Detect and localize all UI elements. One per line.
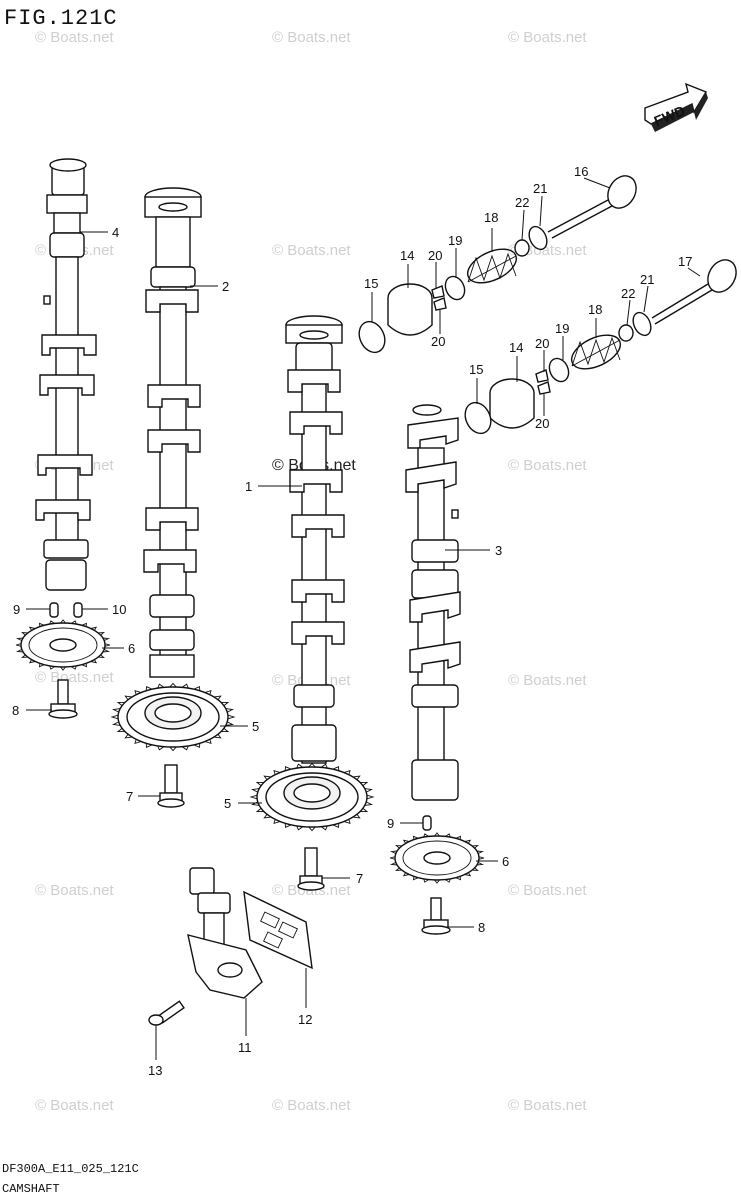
bolt-8-left: [48, 679, 78, 719]
watermark: © Boats.net: [508, 882, 587, 899]
seal-22-upper: [514, 239, 530, 257]
lifter-14-upper: [387, 283, 433, 336]
retainer-21-upper: [528, 225, 548, 251]
watermark: © Boats.net: [508, 1097, 587, 1114]
callout-6: 6: [502, 854, 509, 869]
shim-15-lower: [464, 401, 492, 435]
sprocket-6-right: [389, 832, 485, 884]
callout-19: 19: [555, 321, 569, 336]
sprocket-teeth: [15, 619, 111, 671]
callout-20: 20: [535, 416, 549, 431]
watermark: © Boats.net: [35, 1097, 114, 1114]
callout-22: 22: [621, 286, 635, 301]
callout-7: 7: [356, 871, 363, 886]
callout-20: 20: [535, 336, 549, 351]
watermark: © Boats.net: [35, 29, 114, 46]
sprocket-5-center: [249, 762, 375, 832]
sprocket-5-left: [110, 682, 236, 752]
figure-title: FIG.121C: [4, 6, 118, 31]
bolt-13: [148, 1000, 185, 1026]
callout-21: 21: [533, 181, 547, 196]
watermark: © Boats.net: [272, 1097, 351, 1114]
pin-9-right: [422, 815, 432, 831]
valve-16: [547, 175, 637, 239]
spring-18-lower: [571, 334, 621, 370]
oil-control-valve-11: [187, 867, 263, 999]
bolt-7-left: [157, 764, 185, 808]
callout-13: 13: [148, 1063, 162, 1078]
watermark: © Boats.net: [35, 882, 114, 899]
camshaft-2: [143, 187, 202, 678]
watermark: © Boats.net: [508, 672, 587, 689]
cotter-20-upper-a: [431, 285, 445, 299]
callout-7: 7: [126, 789, 133, 804]
watermark: © Boats.net: [508, 457, 587, 474]
callout-9: 9: [387, 816, 394, 831]
callout-labels: 1 2 3 4 5 5 6 6 7 7 8 8 9 9 10 11 12 13 …: [12, 164, 692, 1078]
cotter-20-lower-a: [535, 369, 549, 383]
pin-9-left: [49, 602, 59, 618]
callout-8: 8: [12, 703, 19, 718]
watermark: © Boats.net: [508, 29, 587, 46]
sprocket-teeth: [389, 832, 485, 884]
callout-16: 16: [574, 164, 588, 179]
callout-15: 15: [364, 276, 378, 291]
cotter-20-lower-b: [537, 381, 551, 395]
callout-18: 18: [588, 302, 602, 317]
callout-3: 3: [495, 543, 502, 558]
seat-19-upper: [444, 275, 466, 301]
callout-21: 21: [640, 272, 654, 287]
callout-11: 11: [238, 1040, 252, 1055]
callout-17: 17: [678, 254, 692, 269]
camshaft-4: [35, 158, 97, 591]
cotter-20-upper-b: [433, 297, 447, 311]
watermark: © Boats.net: [272, 29, 351, 46]
seat-19-lower: [548, 357, 570, 383]
camshaft-1: [285, 315, 345, 764]
camshaft-3: [405, 404, 461, 801]
callout-14: 14: [400, 248, 414, 263]
callout-4: 4: [112, 225, 119, 240]
callout-6: 6: [128, 641, 135, 656]
retainer-21-lower: [632, 311, 652, 337]
callout-8: 8: [478, 920, 485, 935]
watermark: © Boats.net: [35, 669, 114, 686]
callout-1: 1: [245, 479, 252, 494]
shim-15-upper: [358, 320, 386, 354]
callout-5: 5: [252, 719, 259, 734]
figure-name: CAMSHAFT: [2, 1182, 60, 1196]
pin-10: [73, 602, 83, 618]
callout-14: 14: [509, 340, 523, 355]
leader-lines: [26, 177, 701, 1060]
gasket-12: [243, 890, 313, 970]
valve-17: [651, 259, 737, 325]
bolt-8-right: [421, 897, 451, 935]
spring-18-upper: [467, 248, 517, 284]
sprocket-6-left: [15, 619, 111, 671]
watermark: © Boats.net: [272, 242, 351, 259]
bolt-7-center: [297, 847, 325, 891]
figure-code: DF300A_E11_025_121C: [2, 1162, 139, 1176]
callout-19: 19: [448, 233, 462, 248]
fwd-arrow-icon: FWD: [644, 82, 708, 132]
callout-10: 10: [112, 602, 126, 617]
callout-22: 22: [515, 195, 529, 210]
seal-22-lower: [618, 324, 634, 342]
callout-12: 12: [298, 1012, 312, 1027]
callout-15: 15: [469, 362, 483, 377]
sprocket-teeth: [110, 682, 236, 752]
sprocket-teeth: [249, 762, 375, 832]
callout-18: 18: [484, 210, 498, 225]
lifter-14-lower: [489, 378, 535, 429]
callout-20: 20: [428, 248, 442, 263]
callout-9: 9: [13, 602, 20, 617]
callout-2: 2: [222, 279, 229, 294]
callout-20: 20: [431, 334, 445, 349]
callout-5: 5: [224, 796, 231, 811]
